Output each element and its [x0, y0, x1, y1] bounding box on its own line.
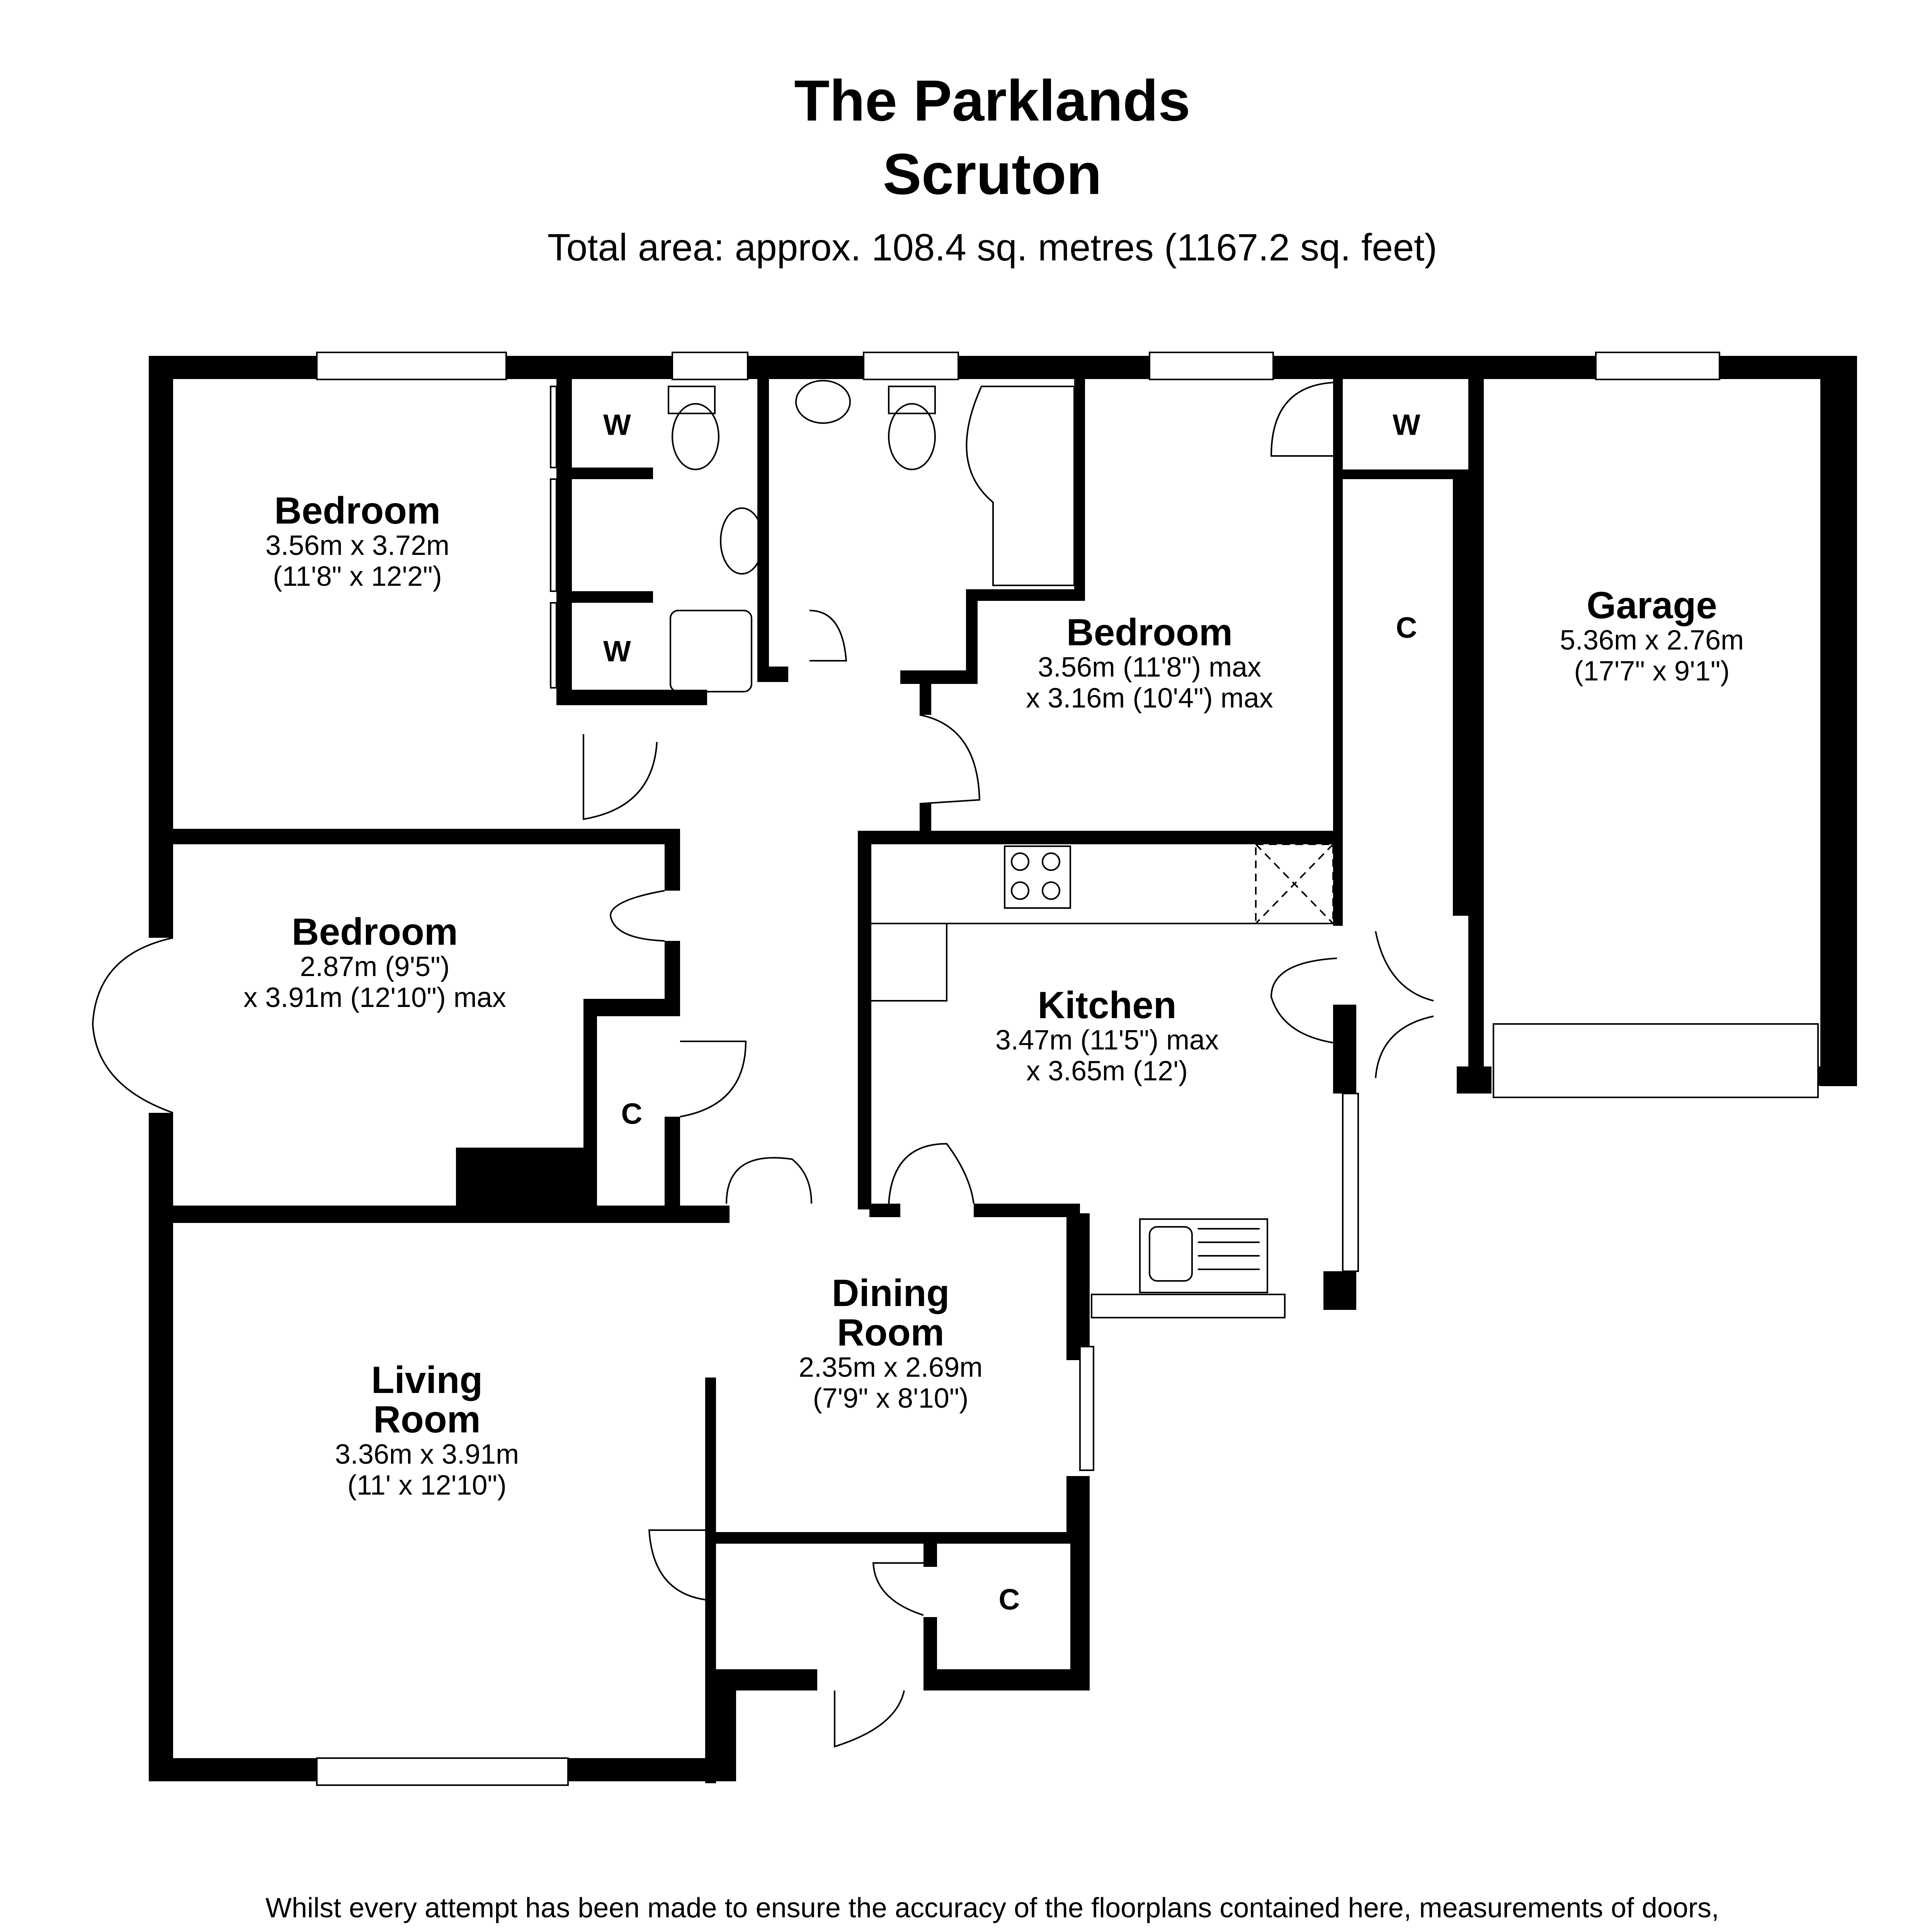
- room-dimensions-line2: x 3.91m (12'10") max: [243, 982, 506, 1013]
- room-label-bedroom-2: Bedroom 3.56m (11'8") max x 3.16m (10'4"…: [1026, 612, 1273, 714]
- hob-icon: [1004, 845, 1071, 909]
- room-dimensions-metric: 3.56m x 3.72m: [265, 530, 450, 561]
- property-title: The Parklands: [794, 68, 1190, 133]
- property-location: Scruton: [883, 141, 1102, 206]
- room-name: Garage: [1587, 584, 1717, 626]
- disclaimer-line-2: windows, rooms and any other items are a…: [0, 1927, 1932, 1932]
- door-swings: [92, 382, 1434, 1748]
- room-dimensions-imperial: (7'9" x 8'10"): [813, 1383, 969, 1414]
- disclaimer-line-1: Whilst every attempt has been made to en…: [265, 1893, 1719, 1923]
- disclaimer: Whilst every attempt has been made to en…: [0, 1889, 1932, 1932]
- room-dimensions-line1: 2.87m (9'5"): [300, 951, 450, 982]
- room-label-garage: Garage 5.36m x 2.76m (17'7" x 9'1"): [1560, 585, 1744, 687]
- room-dimensions-line2: x 3.16m (10'4") max: [1026, 683, 1273, 714]
- room-label-dining-room: Dining Room 2.35m x 2.69m (7'9" x 8'10"): [799, 1273, 983, 1414]
- room-name-line1: Living: [371, 1359, 483, 1401]
- room-dimensions-line1: 3.47m (11'5") max: [995, 1025, 1219, 1056]
- room-dimensions-imperial: (11' x 12'10"): [347, 1470, 507, 1501]
- basin-icon: [795, 380, 851, 424]
- room-name: Bedroom: [291, 910, 458, 953]
- sink-icon: [1139, 1218, 1268, 1293]
- wardrobe-label: W: [1393, 408, 1420, 442]
- room-name-line2: Room: [837, 1311, 944, 1354]
- room-dimensions-metric: 5.36m x 2.76m: [1560, 625, 1744, 656]
- room-name: Bedroom: [274, 489, 441, 532]
- room-label-kitchen: Kitchen 3.47m (11'5") max x 3.65m (12'): [995, 985, 1219, 1087]
- room-label-bedroom-3: Bedroom 2.87m (9'5") x 3.91m (12'10") ma…: [243, 912, 506, 1013]
- wardrobe-label: W: [603, 635, 631, 668]
- room-dimensions-imperial: (17'7" x 9'1"): [1574, 656, 1730, 687]
- wardrobe-label: W: [603, 408, 631, 442]
- room-dimensions-line1: 3.56m (11'8") max: [1037, 652, 1262, 683]
- room-dimensions-metric: 2.35m x 2.69m: [798, 1352, 983, 1383]
- bath-icon: [966, 386, 1075, 586]
- room-label-living-room: Living Room 3.36m x 3.91m (11' x 12'10"): [335, 1360, 519, 1501]
- fixtures: [668, 380, 1334, 1293]
- room-name: Bedroom: [1066, 611, 1233, 653]
- room-dimensions-line2: x 3.65m (12'): [1026, 1056, 1188, 1087]
- room-dimensions-metric: 3.36m x 3.91m: [335, 1439, 519, 1470]
- cupboard-label: C: [1396, 611, 1417, 645]
- cupboard-label: C: [998, 1583, 1020, 1616]
- cupboard-label: C: [621, 1097, 643, 1131]
- shower-icon: [670, 610, 752, 692]
- room-name-line2: Room: [373, 1398, 481, 1440]
- room-name: Kitchen: [1037, 984, 1177, 1026]
- total-area: Total area: approx. 108.4 sq. metres (11…: [547, 226, 1437, 269]
- wardrobe-doors: [550, 386, 557, 689]
- room-name-line1: Dining: [832, 1272, 950, 1314]
- room-label-bedroom-1: Bedroom 3.56m x 3.72m (11'8" x 12'2"): [265, 491, 449, 592]
- toilet-icon: [668, 386, 716, 414]
- room-dimensions-imperial: (11'8" x 12'2"): [273, 561, 442, 592]
- windows: [316, 352, 1819, 1786]
